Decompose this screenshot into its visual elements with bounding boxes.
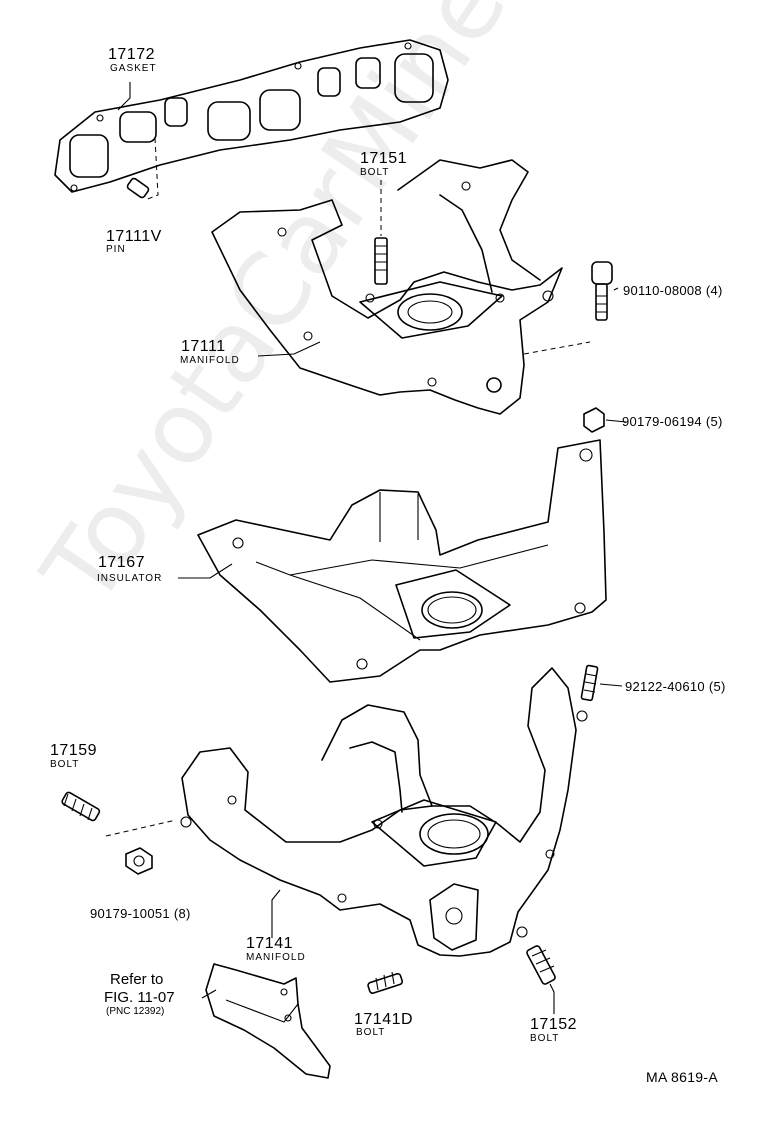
part-number-17152: 17152 — [530, 1016, 577, 1033]
part-name-bolt-17152: BOLT — [530, 1033, 560, 1044]
heat-shield-drawing — [205, 963, 331, 1079]
part-number-17159: 17159 — [50, 742, 97, 759]
part-name-bolt-17159: BOLT — [50, 759, 80, 770]
diagram-code: MA 8619-A — [646, 1069, 718, 1085]
reference-line-2: FIG. 11-07 — [104, 989, 175, 1006]
bolt-17141d-drawing — [367, 971, 404, 994]
part-number-17167: 17167 — [98, 554, 145, 571]
part-number-90110-08008: 90110-08008 (4) — [623, 283, 723, 298]
bolt-17159-drawing — [61, 791, 177, 837]
leader-lines — [117, 82, 627, 1014]
part-number-90179-10051: 90179-10051 (8) — [90, 906, 191, 921]
part-number-17111v: 17111V — [106, 228, 162, 245]
bolt-90110-drawing — [591, 261, 613, 321]
part-name-pin: PIN — [106, 244, 126, 255]
part-number-17141d: 17141D — [354, 1011, 414, 1028]
part-name-insulator: INSULATOR — [97, 573, 163, 584]
part-number-17141: 17141 — [246, 935, 293, 952]
pin-17111v-drawing — [126, 137, 159, 201]
part-name-manifold-17141: MANIFOLD — [246, 952, 306, 963]
part-name-gasket: GASKET — [110, 63, 157, 74]
reference-line-3: (PNC 12392) — [106, 1006, 165, 1017]
stud-92122-drawing — [580, 664, 599, 702]
insulator-17167-drawing — [197, 439, 607, 683]
gasket-17172-drawing — [54, 39, 449, 193]
nut-90179-06194-drawing — [583, 407, 605, 433]
part-name-bolt-17151: BOLT — [360, 167, 390, 178]
manifold-17111-drawing — [211, 159, 591, 415]
nut-90179-10051-drawing — [125, 847, 153, 875]
part-number-90179-06194: 90179-06194 (5) — [622, 414, 723, 429]
part-name-manifold-17111: MANIFOLD — [180, 355, 240, 366]
part-number-17172: 17172 — [108, 46, 155, 63]
bolt-17151-drawing — [374, 180, 388, 285]
part-number-92122-40610: 92122-40610 (5) — [625, 679, 726, 694]
manifold-17141-drawing — [180, 667, 588, 957]
part-number-17151: 17151 — [360, 150, 407, 167]
part-name-bolt-17141d: BOLT — [356, 1027, 386, 1038]
bolt-17152-drawing — [526, 945, 556, 985]
reference-line-1: Refer to — [110, 971, 164, 988]
part-number-17111: 17111 — [181, 338, 226, 355]
